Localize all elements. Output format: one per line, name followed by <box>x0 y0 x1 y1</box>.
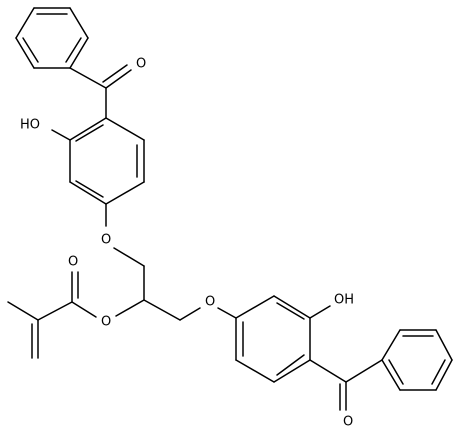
ketone-oxygen-top: O <box>136 57 146 72</box>
bottom-hydroxyphenyl-ring: OH <box>235 293 354 383</box>
ether-oxygen-lower: O <box>205 295 215 310</box>
upper-ether-link: O <box>101 203 145 267</box>
bottom-ketone-group: O <box>309 359 383 430</box>
top-hydroxyphenyl-ring: HO <box>20 117 145 205</box>
ester-carbonyl-oxygen: O <box>68 255 78 270</box>
bottom-phenyl-ring <box>381 329 453 391</box>
top-ketone-group: O <box>69 57 146 119</box>
top-phenyl-ring <box>15 7 89 69</box>
lower-ether-link: O <box>179 295 237 321</box>
ether-oxygen-upper: O <box>101 233 111 248</box>
ester-oxygen: O <box>101 315 111 330</box>
ketone-oxygen-bottom: O <box>343 415 353 430</box>
hydroxyl-bottom: OH <box>334 293 354 308</box>
hydroxyl-top: HO <box>20 118 40 133</box>
backbone-and-ester: O O <box>7 255 181 359</box>
